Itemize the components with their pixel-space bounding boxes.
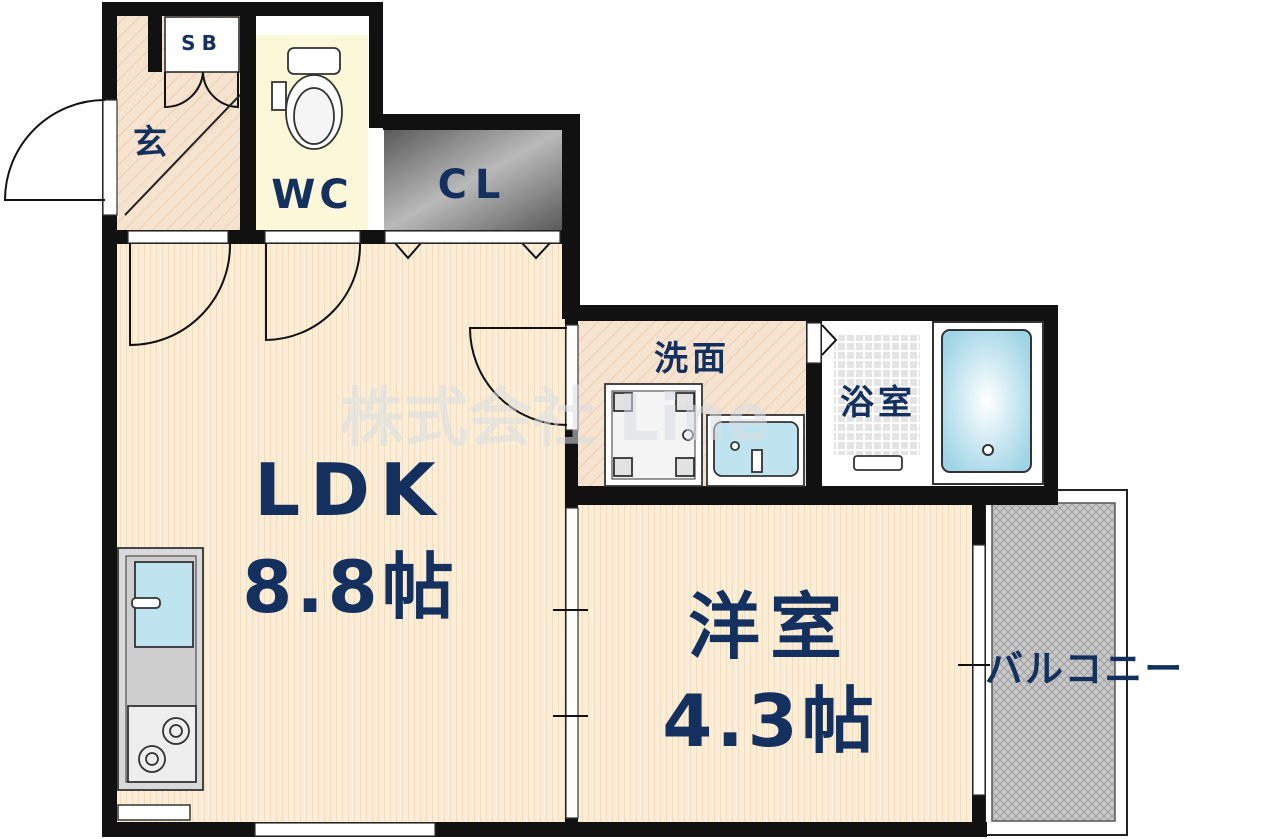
western-room-floor [578,505,973,823]
washroom-door [468,327,568,426]
shoe-box [164,16,240,73]
ldk-door-1 [129,242,232,347]
entrance-door [3,99,106,201]
openings [102,99,986,837]
entrance-step [124,94,241,216]
bathroom-label: 浴室 [840,383,916,423]
bathroom-tiles [834,335,920,455]
ldk-label: LDK [254,448,445,532]
bath-door [821,324,838,356]
western-room-size: 4.3帖 [662,679,878,763]
closet-label: CL [438,162,509,208]
closet-floor [384,130,562,230]
bathtub [932,321,1044,485]
closet-doors [394,242,551,260]
western-room-label: 洋室 [688,585,852,669]
sb-doors [164,71,239,109]
toilet-fixture [271,47,343,150]
bath-stool [853,455,903,471]
washing-machine-pan [604,383,703,487]
kitchen-counter [117,547,204,791]
ldk-size: 8.8帖 [242,545,458,629]
toilet-label: WC [271,172,352,218]
sliding-marks [553,609,990,717]
washroom-label: 洗面 [654,339,730,379]
balcony-label: バルコニー [985,647,1184,691]
balcony-grating [991,502,1116,822]
shoe-box-label: SB [181,31,223,55]
doors [3,71,990,717]
toilet-door [265,242,362,342]
watermark: 株式会社 Line [340,382,770,456]
wash-basin [706,414,805,487]
entrance-label: 玄 [133,123,167,163]
fridge-space [117,804,191,821]
